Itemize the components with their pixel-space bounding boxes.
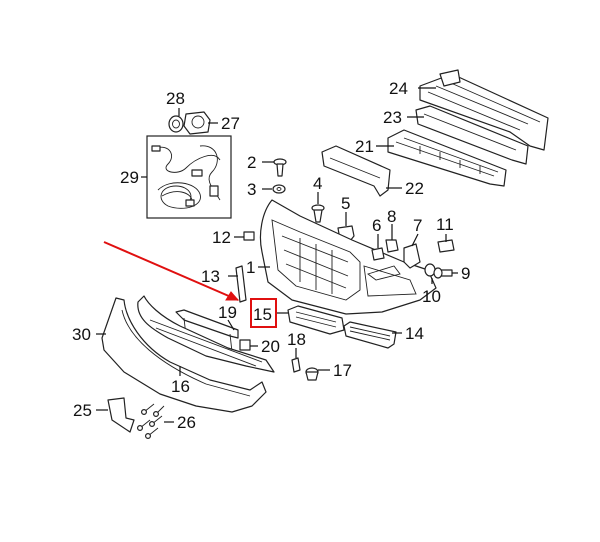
- callout-15: 15: [253, 305, 272, 324]
- part-9-bolt: [433, 267, 453, 279]
- callout-7: 7: [413, 216, 422, 235]
- callout-24: 24: [389, 79, 408, 98]
- callout-numbers: 24 23 21 22 28 27 29 2 3 4 5 12 13 1 6 8…: [72, 79, 470, 432]
- part-14-grille-insert: [343, 321, 397, 349]
- callout-3: 3: [247, 180, 256, 199]
- part-22-lower-bracket: [321, 145, 391, 197]
- part-21-foam-absorber: [387, 129, 507, 187]
- part-11-clip: [437, 239, 455, 253]
- part-28-park-sensor: [168, 115, 184, 133]
- callout-30: 30: [72, 325, 91, 344]
- callout-1: 1: [246, 258, 255, 277]
- part-26-screws: [137, 403, 165, 440]
- callout-18: 18: [287, 330, 306, 349]
- callout-8: 8: [387, 207, 396, 226]
- callout-26: 26: [177, 413, 196, 432]
- callout-6: 6: [372, 216, 381, 235]
- part-13-bracket: [235, 265, 247, 303]
- callout-29: 29: [120, 168, 139, 187]
- callout-10: 10: [422, 287, 441, 306]
- callout-4: 4: [313, 174, 322, 193]
- callout-12: 12: [212, 228, 231, 247]
- part-30-lower-bumper: [101, 297, 267, 413]
- callout-21: 21: [355, 137, 374, 156]
- callout-13: 13: [201, 267, 220, 286]
- part-18-clip: [291, 357, 301, 373]
- highlight-box: [250, 298, 277, 328]
- part-24-impact-bar: [419, 69, 549, 151]
- part-15-grille-insert: [287, 305, 345, 335]
- callout-17: 17: [333, 361, 352, 380]
- callout-5: 5: [341, 194, 350, 213]
- part-29-wiring-harness: [146, 135, 232, 219]
- part-7-bracket: [403, 243, 421, 269]
- part-23-absorber: [415, 105, 529, 165]
- part-4-clip: [311, 204, 325, 223]
- callout-22: 22: [405, 179, 424, 198]
- part-12-clip: [243, 231, 255, 241]
- callout-23: 23: [383, 108, 402, 127]
- callout-2: 2: [247, 153, 256, 172]
- part-16-lower-grille: [137, 295, 275, 373]
- part-3-washer: [272, 184, 286, 194]
- part-25-bracket: [107, 397, 135, 433]
- callout-16: 16: [171, 377, 190, 396]
- red-pointer-arrow: [103, 241, 240, 301]
- leader-lines: [96, 87, 458, 423]
- part-8-nut: [385, 239, 399, 253]
- callout-19: 19: [218, 303, 237, 322]
- callout-9: 9: [461, 264, 470, 283]
- part-2-screw: [273, 158, 287, 177]
- callout-20: 20: [261, 337, 280, 356]
- callout-25: 25: [73, 401, 92, 420]
- part-27-sensor-holder: [183, 111, 211, 135]
- callout-28: 28: [166, 89, 185, 108]
- part-20-clip: [239, 339, 251, 351]
- callout-14: 14: [405, 324, 424, 343]
- callout-27: 27: [221, 114, 240, 133]
- part-17-bolt: [305, 367, 319, 381]
- part-6-clip: [371, 247, 385, 261]
- callout-11: 11: [436, 215, 454, 234]
